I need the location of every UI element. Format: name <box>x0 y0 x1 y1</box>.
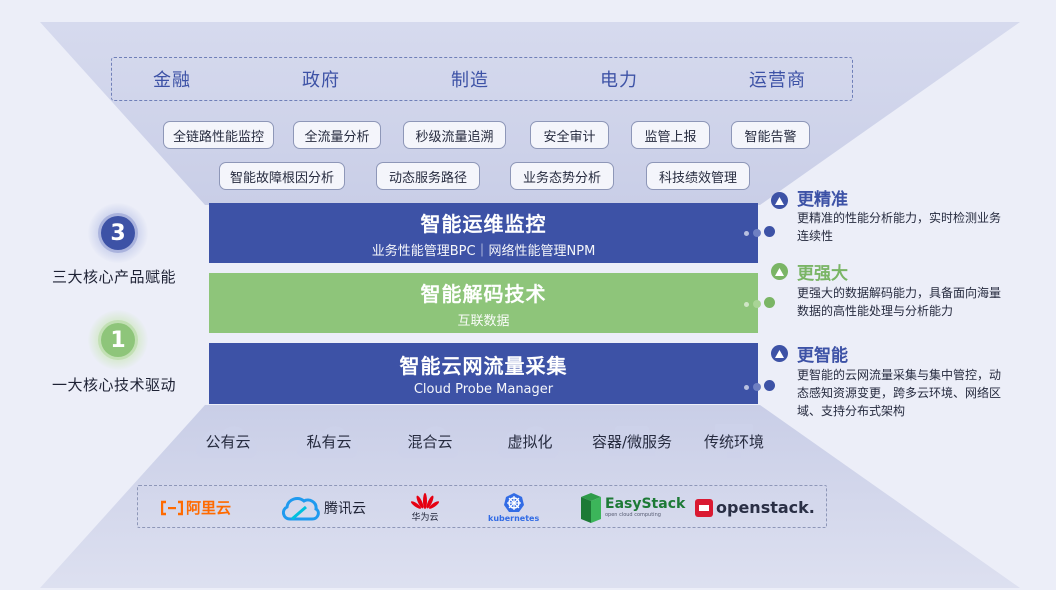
industry-list: 金融 政府 制造 电力 运营商 <box>111 57 853 101</box>
aliyun-logo-icon <box>161 500 183 515</box>
env-private-cloud: 私有云 <box>292 420 366 462</box>
feature-pill: 科技绩效管理 <box>646 162 750 190</box>
feature-pill: 安全审计 <box>530 121 609 149</box>
vendor-tencent: 腾讯云 <box>280 486 366 529</box>
vendor-openstack: openstack. <box>695 486 815 529</box>
tencent-cloud-logo-icon <box>281 496 320 520</box>
triangle-icon <box>771 345 788 362</box>
vendor-huawei: 华为云 <box>410 486 440 529</box>
industry-power: 电力 <box>600 70 638 91</box>
industry-manufacturing: 制造 <box>451 70 489 91</box>
feature-pill: 智能告警 <box>731 121 810 149</box>
feature-desc-precise: 更精准的性能分析能力，实时检测业务连续性 <box>797 211 1002 243</box>
cloud-icon <box>297 426 358 458</box>
band-subtitle: Cloud Probe Manager <box>413 382 554 397</box>
band-title: 智能云网流量采集 <box>399 354 568 378</box>
cloud-icon <box>398 426 459 458</box>
openstack-logo-icon <box>695 498 713 517</box>
vendor-name: kubernetes <box>488 513 540 523</box>
feature-pill: 全流量分析 <box>293 121 381 149</box>
env-virtualization: 虚拟化 <box>493 420 567 462</box>
number-label: 3 <box>101 216 135 250</box>
feature-pill: 业务态势分析 <box>510 162 614 190</box>
triangle-icon <box>771 192 788 209</box>
vendor-tagline: open cloud computing <box>605 511 661 518</box>
feature-title-powerful: 更强大 <box>797 264 848 284</box>
easystack-logo-icon <box>581 492 601 523</box>
server-icon <box>715 424 753 458</box>
industry-finance: 金融 <box>153 70 191 91</box>
feature-title-precise: 更精准 <box>797 190 848 210</box>
connector-dot <box>764 380 775 391</box>
band-intelligent-decode: 智能解码技术 互联数据 <box>209 273 758 333</box>
env-label: 私有云 <box>306 432 352 451</box>
env-hybrid-cloud: 混合云 <box>393 420 467 462</box>
connector-dot <box>744 302 749 307</box>
vendor-easystack: EasyStack open cloud computing <box>579 486 685 529</box>
cloud-icon <box>498 426 559 458</box>
feature-pill: 监管上报 <box>631 121 710 149</box>
connector-dot <box>753 300 761 308</box>
core-product-badge: 3 <box>88 203 148 263</box>
connector-dot <box>764 226 775 237</box>
feature-pill: 全链路性能监控 <box>163 121 274 149</box>
env-public-cloud: 公有云 <box>191 420 265 462</box>
vendor-aliyun: 阿里云 <box>161 486 231 529</box>
feature-pill: 动态服务路径 <box>376 162 480 190</box>
vendor-name: EasyStack <box>605 495 686 512</box>
vendor-name: 腾讯云 <box>324 500 366 517</box>
feature-pill: 秒级流量追溯 <box>403 121 506 149</box>
connector-dot <box>744 231 749 236</box>
band-intelligent-ops: 智能运维监控 业务性能管理BPC｜网络性能管理NPM <box>209 203 758 263</box>
env-traditional: 传统环境 <box>697 420 771 462</box>
vendor-kubernetes: kubernetes <box>488 486 539 529</box>
band-title: 智能解码技术 <box>420 281 547 306</box>
huawei-logo-icon <box>410 492 440 509</box>
band-subtitle: 业务性能管理BPC｜网络性能管理NPM <box>371 243 596 259</box>
connector-dot <box>764 297 775 308</box>
env-label: 容器/微服务 <box>591 432 673 451</box>
container-icon <box>609 426 655 456</box>
connector-dot <box>753 229 761 237</box>
feature-pill: 智能故障根因分析 <box>219 162 345 190</box>
cloud-icon <box>196 426 257 458</box>
env-label: 混合云 <box>407 432 453 451</box>
connector-dot <box>744 385 749 390</box>
core-products-label: 三大核心产品赋能 <box>52 268 177 286</box>
kubernetes-logo-icon <box>503 492 524 512</box>
feature-desc-powerful: 更强大的数据解码能力，具备面向海量数据的高性能处理与分析能力 <box>797 286 1002 318</box>
industry-carrier: 运营商 <box>749 70 806 91</box>
band-cloud-probe: 智能云网流量采集 Cloud Probe Manager <box>209 343 758 404</box>
number-label: 1 <box>101 323 135 357</box>
band-title: 智能运维监控 <box>420 211 547 236</box>
env-label: 虚拟化 <box>507 432 553 451</box>
env-label: 传统环境 <box>703 432 764 451</box>
vendor-logo-strip: 阿里云 腾讯云 华为云 <box>137 485 827 528</box>
vendor-name: openstack. <box>716 498 815 517</box>
core-tech-badge: 1 <box>88 310 148 370</box>
core-tech-label: 一大核心技术驱动 <box>52 376 177 394</box>
env-container: 容器/微服务 <box>591 420 673 462</box>
band-subtitle: 互联数据 <box>457 313 510 329</box>
feature-title-smart: 更智能 <box>797 346 848 366</box>
env-label: 公有云 <box>205 432 251 451</box>
vendor-name: 华为云 <box>411 512 439 523</box>
connector-dot <box>753 383 761 391</box>
feature-desc-smart: 更智能的云网流量采集与集中管控，动态感知资源变更，跨多云环境、网络区域、支持分布… <box>797 368 1002 418</box>
vendor-name: 阿里云 <box>186 499 232 517</box>
industry-government: 政府 <box>302 70 340 91</box>
triangle-icon <box>771 263 788 280</box>
